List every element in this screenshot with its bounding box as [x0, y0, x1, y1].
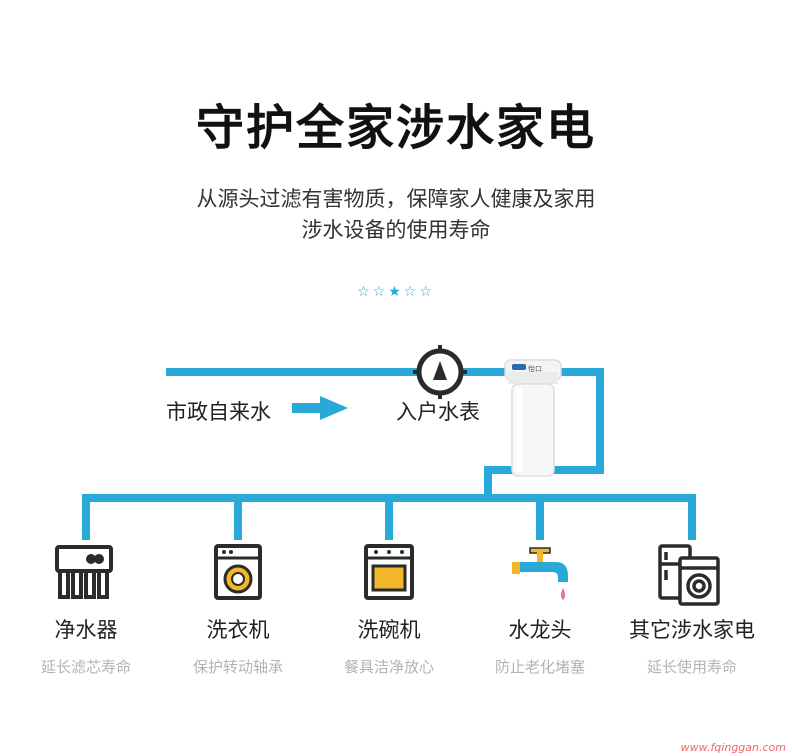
star-divider: ☆☆★☆☆ [357, 284, 435, 300]
other-appliances-icon [658, 544, 720, 606]
dishwasher-icon [364, 544, 414, 600]
appliance-name-1: 净水器 [54, 618, 118, 642]
source-label: 市政自来水 [166, 400, 271, 424]
appliance-desc-3: 餐具洁净放心 [343, 658, 434, 676]
appliance-desc-2: 保护转动轴承 [192, 658, 283, 676]
subtitle: 从源头过滤有害物质，保障家人健康及家用 涉水设备的使用寿命 [0, 184, 792, 246]
appliance-name-4: 水龙头 [508, 618, 572, 642]
appliance-name-2: 洗衣机 [206, 618, 270, 642]
appliance-desc-5: 延长使用寿命 [646, 658, 737, 676]
washing-machine-icon [214, 544, 262, 600]
water-purifier-icon [55, 545, 113, 599]
meter-label: 入户水表 [396, 400, 480, 424]
page-title: 守护全家涉水家电 [195, 100, 596, 156]
appliance-desc-1: 延长滤芯寿命 [40, 658, 131, 676]
appliance-name-5: 其它涉水家电 [629, 618, 755, 642]
filter-brand-label: 怡口 [528, 365, 542, 373]
subtitle-line-2: 涉水设备的使用寿命 [301, 218, 491, 242]
appliance-name-3: 洗碗机 [357, 618, 421, 642]
water-meter-icon [413, 345, 467, 399]
watermark: www.fqinggan.com [680, 741, 786, 754]
faucet-icon [512, 547, 568, 600]
subtitle-line-1: 从源头过滤有害物质，保障家人健康及家用 [196, 187, 596, 211]
appliance-desc-4: 防止老化堵塞 [494, 658, 585, 676]
water-filter-icon [504, 359, 562, 477]
flow-arrow-icon [292, 396, 348, 420]
